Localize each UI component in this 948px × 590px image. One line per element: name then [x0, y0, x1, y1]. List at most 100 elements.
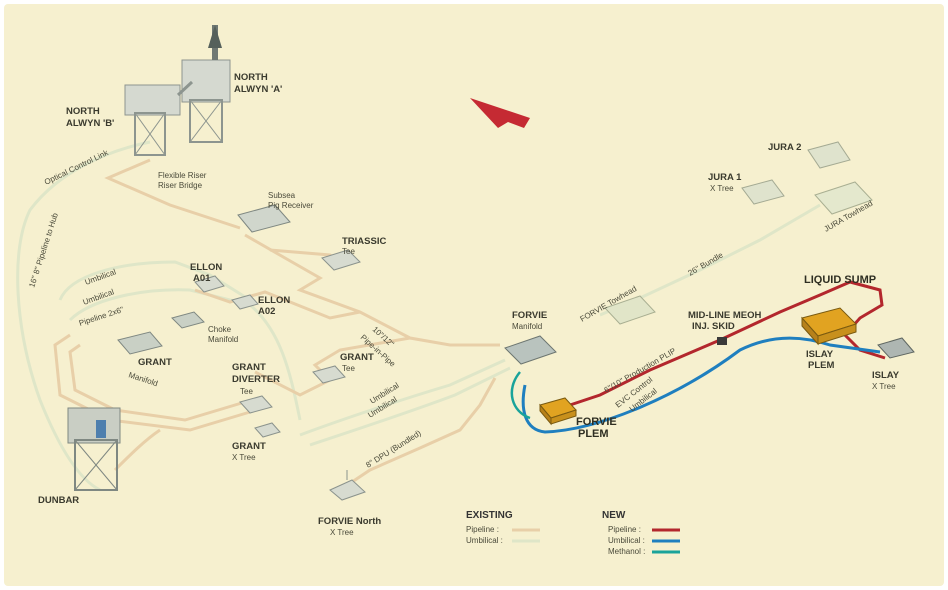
ellon-a01	[194, 275, 225, 293]
optical-control-link-line	[16, 140, 151, 492]
dunbar-platform	[67, 407, 121, 491]
grant-manifold-pipeline-2	[68, 343, 246, 422]
islay-plem-label: ISLAY	[806, 349, 834, 360]
svg-text:TRIASSIC: TRIASSIC	[342, 236, 386, 247]
legend-existing-pipeline: Pipeline :	[466, 525, 499, 534]
dunbar-pipeline	[113, 428, 161, 472]
svg-text:X Tree: X Tree	[232, 453, 256, 462]
svg-text:Umbilical :: Umbilical :	[608, 536, 645, 545]
svg-text:NORTH: NORTH	[66, 106, 100, 117]
svg-text:ALWYN 'B': ALWYN 'B'	[66, 118, 114, 129]
svg-text:GRANT: GRANT	[232, 441, 266, 452]
legend-existing-umbilical: Umbilical :	[466, 536, 503, 545]
svg-text:NORTH: NORTH	[234, 72, 268, 83]
forvie-north-label: FORVIE North	[318, 516, 381, 527]
ellon-a02-label: ELLON	[258, 295, 290, 306]
midline-skid-label: INJ. SKID	[692, 321, 735, 332]
forvie-plem-label-2: PLEM	[578, 428, 609, 440]
svg-text:PLEM: PLEM	[808, 360, 834, 371]
islay-plem	[801, 307, 857, 346]
forvie-manifold-label: FORVIE	[512, 310, 547, 321]
ellon-a02	[231, 294, 259, 310]
umbilical-forvie-line	[299, 358, 506, 437]
svg-text:Manifold: Manifold	[512, 322, 542, 331]
islay-xtree-label-2: X Tree	[872, 382, 896, 391]
flexible-riser-label: Flexible Riser	[158, 171, 207, 180]
svg-text:EXISTING: EXISTING	[466, 510, 513, 521]
triassic-tee	[321, 249, 361, 271]
svg-text:ISLAY: ISLAY	[872, 370, 900, 381]
ellon-a01-label: ELLON	[190, 262, 222, 273]
jura-2	[807, 141, 851, 169]
grant-xtree-label: GRANT	[232, 441, 266, 452]
svg-text:Tee: Tee	[342, 247, 355, 256]
svg-text:JURA 2: JURA 2	[768, 142, 801, 153]
svg-text:NEW: NEW	[602, 510, 626, 521]
north-alwyn-b-label-2: ALWYN 'B'	[66, 118, 114, 129]
svg-text:FORVIE North: FORVIE North	[318, 516, 381, 527]
islay-xtree-label: ISLAY	[872, 370, 900, 381]
svg-text:MID-LINE MEOH: MID-LINE MEOH	[688, 310, 761, 321]
svg-text:Manifold: Manifold	[208, 335, 238, 344]
manifold-label: Manifold	[208, 335, 238, 344]
jura-towhead	[814, 181, 873, 215]
grant-tee-label: GRANT	[340, 352, 374, 363]
diagram-background	[4, 4, 944, 586]
ellon-a01-label-2: A01	[193, 273, 211, 284]
midline-meoh-skid	[717, 337, 727, 345]
grant-xtree-label-2: X Tree	[232, 453, 256, 462]
north-alwyn-a-platform	[181, 25, 231, 143]
svg-text:Flexible Riser: Flexible Riser	[158, 171, 207, 180]
ellon-pipeline	[194, 288, 361, 320]
svg-text:X Tree: X Tree	[710, 184, 734, 193]
pig-receiver-label: Pig Receiver	[268, 201, 314, 210]
jura-1-x-tree	[741, 179, 785, 205]
forvie-north-xtree-label: X Tree	[330, 528, 354, 537]
svg-text:Pipeline :: Pipeline :	[608, 525, 641, 534]
grant-tee-label-2: Tee	[342, 364, 355, 373]
svg-text:PLEM: PLEM	[578, 428, 609, 440]
grant-x-tree	[254, 422, 281, 438]
legend-new-pipeline: Pipeline :	[608, 525, 641, 534]
choke-manifold	[171, 311, 205, 329]
jura1-label: JURA 1	[708, 172, 742, 183]
grant-diverter-label-2: DIVERTER	[232, 374, 280, 385]
dpu-pipeline	[339, 377, 497, 492]
svg-text:FORVIE: FORVIE	[512, 310, 547, 321]
svg-text:INJ. SKID: INJ. SKID	[692, 321, 735, 332]
svg-text:DUNBAR: DUNBAR	[38, 495, 79, 506]
legend-new-title: NEW	[602, 510, 626, 521]
svg-text:Umbilical :: Umbilical :	[466, 536, 503, 545]
svg-text:X Tree: X Tree	[872, 382, 896, 391]
legend-existing-title: EXISTING	[466, 510, 513, 521]
ellon-a02-label-2: A02	[258, 306, 275, 317]
svg-text:Tee: Tee	[240, 387, 253, 396]
jura2-label: JURA 2	[768, 142, 801, 153]
riser-pipeline	[104, 158, 241, 230]
svg-text:Riser Bridge: Riser Bridge	[158, 181, 203, 190]
svg-text:DIVERTER: DIVERTER	[232, 374, 280, 385]
svg-text:ALWYN 'A': ALWYN 'A'	[234, 84, 282, 95]
svg-text:LIQUID SUMP: LIQUID SUMP	[804, 274, 876, 286]
north-alwyn-b-label: NORTH	[66, 106, 100, 117]
forvie-plem	[539, 397, 577, 426]
umbilical-west-line	[58, 260, 251, 302]
svg-text:ISLAY: ISLAY	[806, 349, 834, 360]
svg-text:GRANT: GRANT	[340, 352, 374, 363]
grant-manifold-label: GRANT	[138, 357, 172, 368]
islay-plem-label-2: PLEM	[808, 360, 834, 371]
grant-diverter-tee	[239, 395, 273, 414]
svg-text:Subsea: Subsea	[268, 191, 296, 200]
legend-new-umbilical: Umbilical :	[608, 536, 645, 545]
new-umbilical-line	[521, 336, 881, 434]
islay-x-tree	[877, 337, 915, 359]
svg-text:A02: A02	[258, 306, 275, 317]
svg-text:Choke: Choke	[208, 325, 232, 334]
svg-text:GRANT: GRANT	[232, 362, 266, 373]
svg-text:Pipeline :: Pipeline :	[466, 525, 499, 534]
riser-bridge-label: Riser Bridge	[158, 181, 203, 190]
midline-label: MID-LINE MEOH	[688, 310, 761, 321]
north-arrow-icon	[470, 98, 530, 128]
grant-diverter-label: GRANT	[232, 362, 266, 373]
